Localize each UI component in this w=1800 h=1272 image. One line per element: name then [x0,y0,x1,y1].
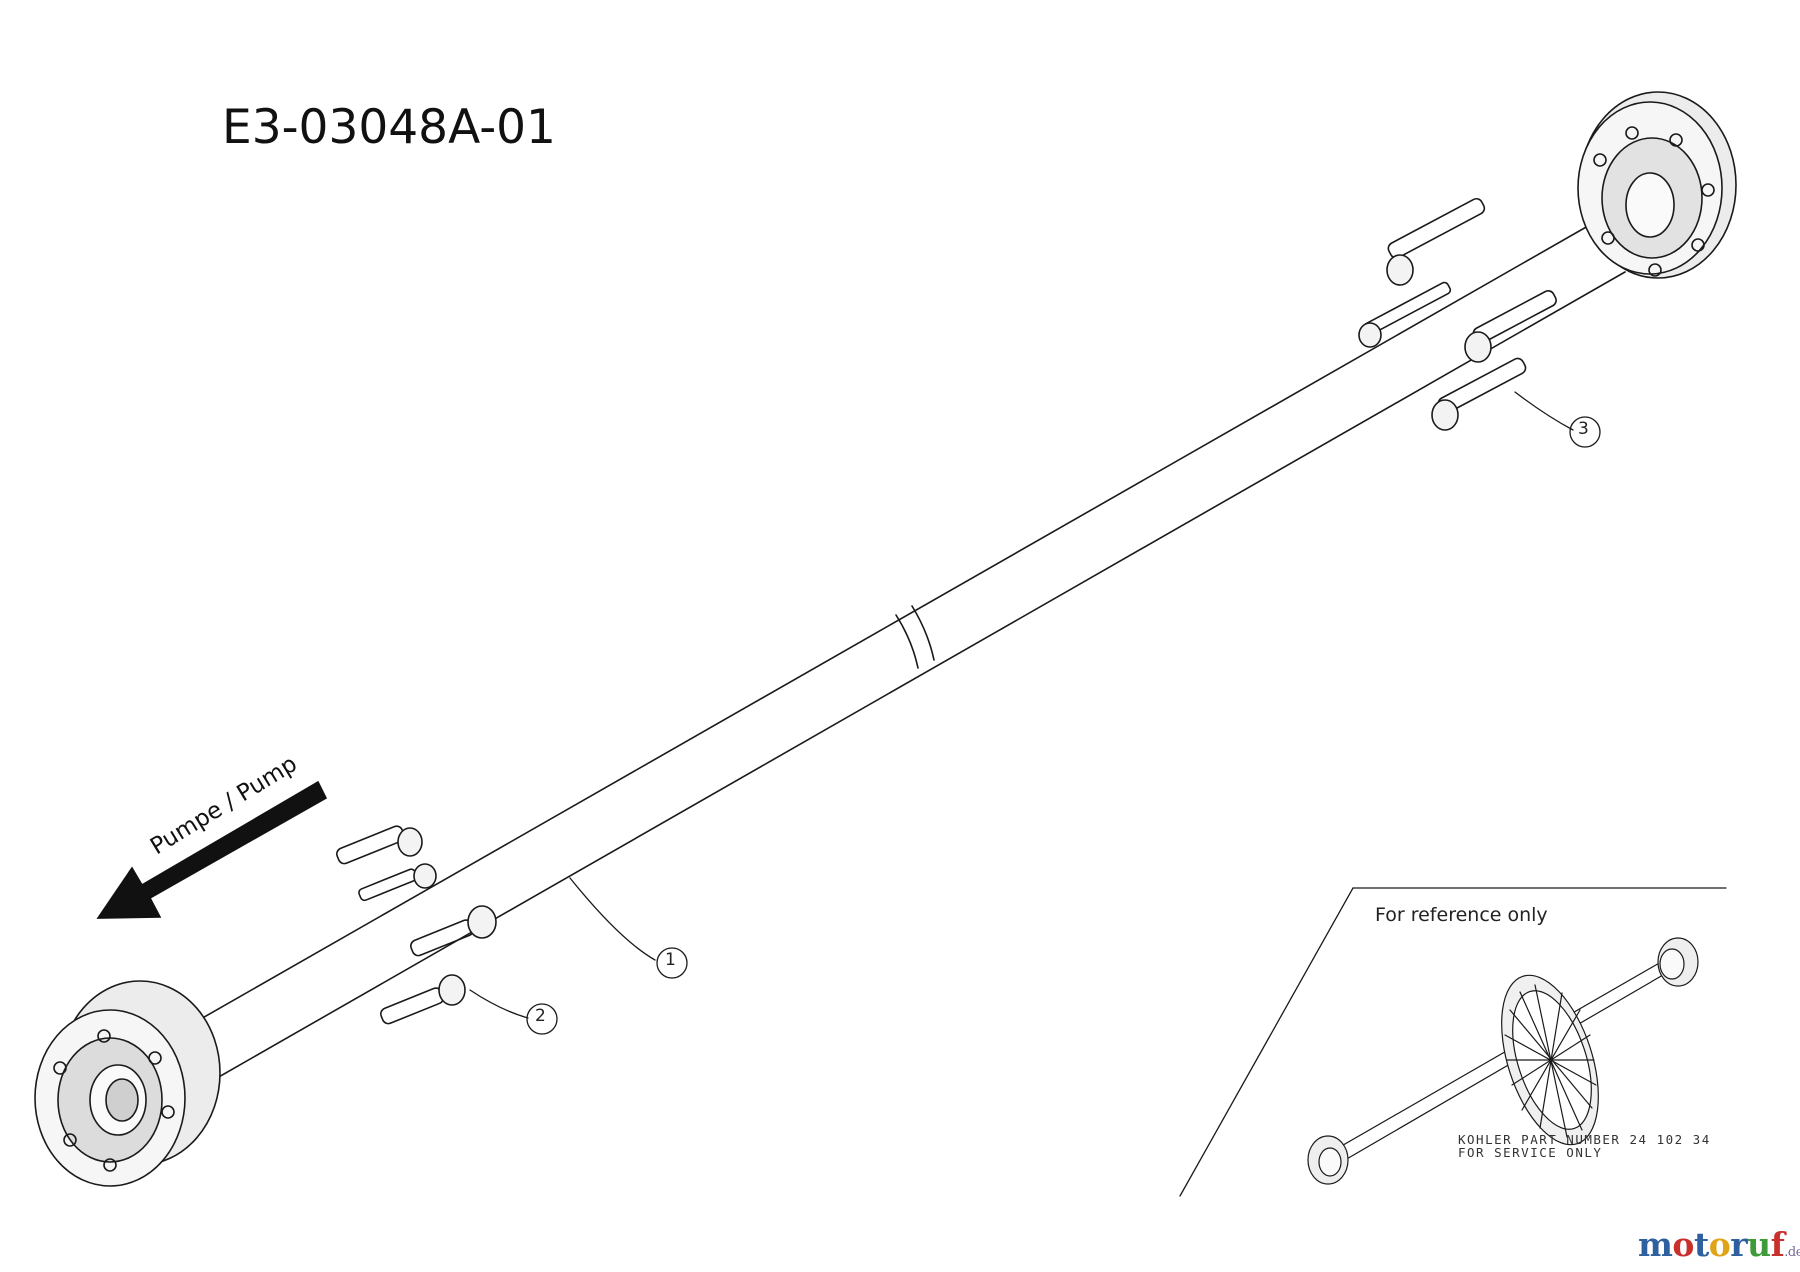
kohler-note-line-1: KOHLER PART NUMBER 24 102 34 [1458,1132,1711,1147]
kohler-part-note: KOHLER PART NUMBER 24 102 34 FOR SERVICE… [1458,1133,1711,1159]
brand-letter-f: f [1770,1225,1785,1264]
reference-inset-border [1179,887,1727,1197]
right-bolts [1358,197,1557,431]
callout-bubbles [526,416,1601,1035]
direction-arrow-icon [96,780,328,919]
left-bolts [336,825,497,1025]
callout-leaders [469,391,1574,1019]
main-shaft [184,221,1626,1083]
brand-letter-o2: o [1708,1225,1731,1264]
reference-mini-assembly [1307,937,1699,1185]
callout-number-2: 2 [535,1006,546,1026]
brand-letter-t: t [1693,1225,1709,1264]
diagram-id-code: E3-03048A-01 [222,100,556,155]
reference-caption: For reference only [1375,904,1548,926]
brand-letter-u: u [1747,1225,1771,1264]
callout-number-1: 1 [665,950,676,970]
brand-letter-o: o [1672,1225,1694,1264]
brand-letter-m: m [1638,1225,1673,1264]
motoruf-watermark-logo[interactable]: motoruf.de [1638,1225,1800,1264]
brand-letter-r: r [1730,1225,1748,1264]
callout-number-3: 3 [1578,419,1589,439]
left-coupling-disc [34,980,221,1187]
brand-tld: .de [1784,1245,1800,1260]
kohler-note-line-2: FOR SERVICE ONLY [1458,1145,1603,1160]
right-coupling-disc [1577,91,1737,279]
